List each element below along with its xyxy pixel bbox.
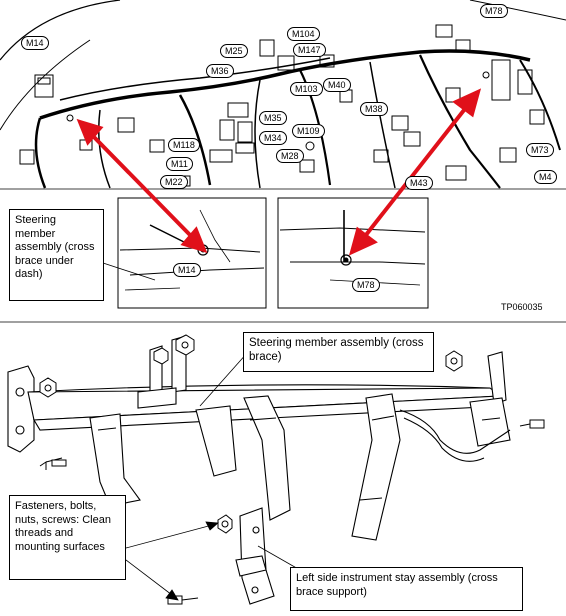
figure-code: TP060035	[501, 302, 543, 312]
connector-label-m73: M73	[526, 143, 554, 157]
connector-label-m38: M38	[360, 102, 388, 116]
inset-m78	[277, 197, 429, 309]
callout-fasteners: Fasteners, bolts, nuts, screws: Clean th…	[9, 495, 126, 580]
connector-label-m118: M118	[168, 138, 200, 152]
red-arrows	[76, 88, 482, 256]
connector-label-m28: M28	[276, 149, 304, 163]
connector-label-m109: M109	[292, 124, 325, 138]
connector-label-m4: M4	[534, 170, 557, 184]
inset-m14	[117, 197, 267, 309]
connector-label-m43: M43	[405, 176, 433, 190]
connector-label-m22: M22	[160, 175, 188, 189]
connector-label-m147: M147	[293, 43, 326, 57]
callout-left-instrument-stay: Left side instrument stay assembly (cros…	[290, 567, 523, 611]
callout-steering-member-dash: Steering member assembly (cross brace un…	[9, 209, 104, 301]
harness-panel	[0, 0, 566, 189]
connector-label-m35: M35	[259, 111, 287, 125]
connector-label-m11: M11	[166, 157, 193, 171]
connector-label-m104: M104	[287, 27, 320, 41]
connector-label-m103: M103	[290, 82, 323, 96]
leader-lines	[125, 351, 301, 601]
inset-label-m78: M78	[352, 278, 380, 292]
connector-label-m14: M14	[21, 36, 49, 50]
connector-label-m40: M40	[323, 78, 351, 92]
connector-label-m25: M25	[220, 44, 248, 58]
callout-steering-member-brace: Steering member assembly (cross brace)	[243, 332, 434, 372]
cross-brace	[7, 335, 511, 605]
connector-label-m78: M78	[480, 4, 508, 18]
connector-label-m34: M34	[259, 131, 287, 145]
fasteners	[39, 334, 545, 605]
inset-label-m14: M14	[173, 263, 201, 277]
connector-label-m36: M36	[206, 64, 234, 78]
